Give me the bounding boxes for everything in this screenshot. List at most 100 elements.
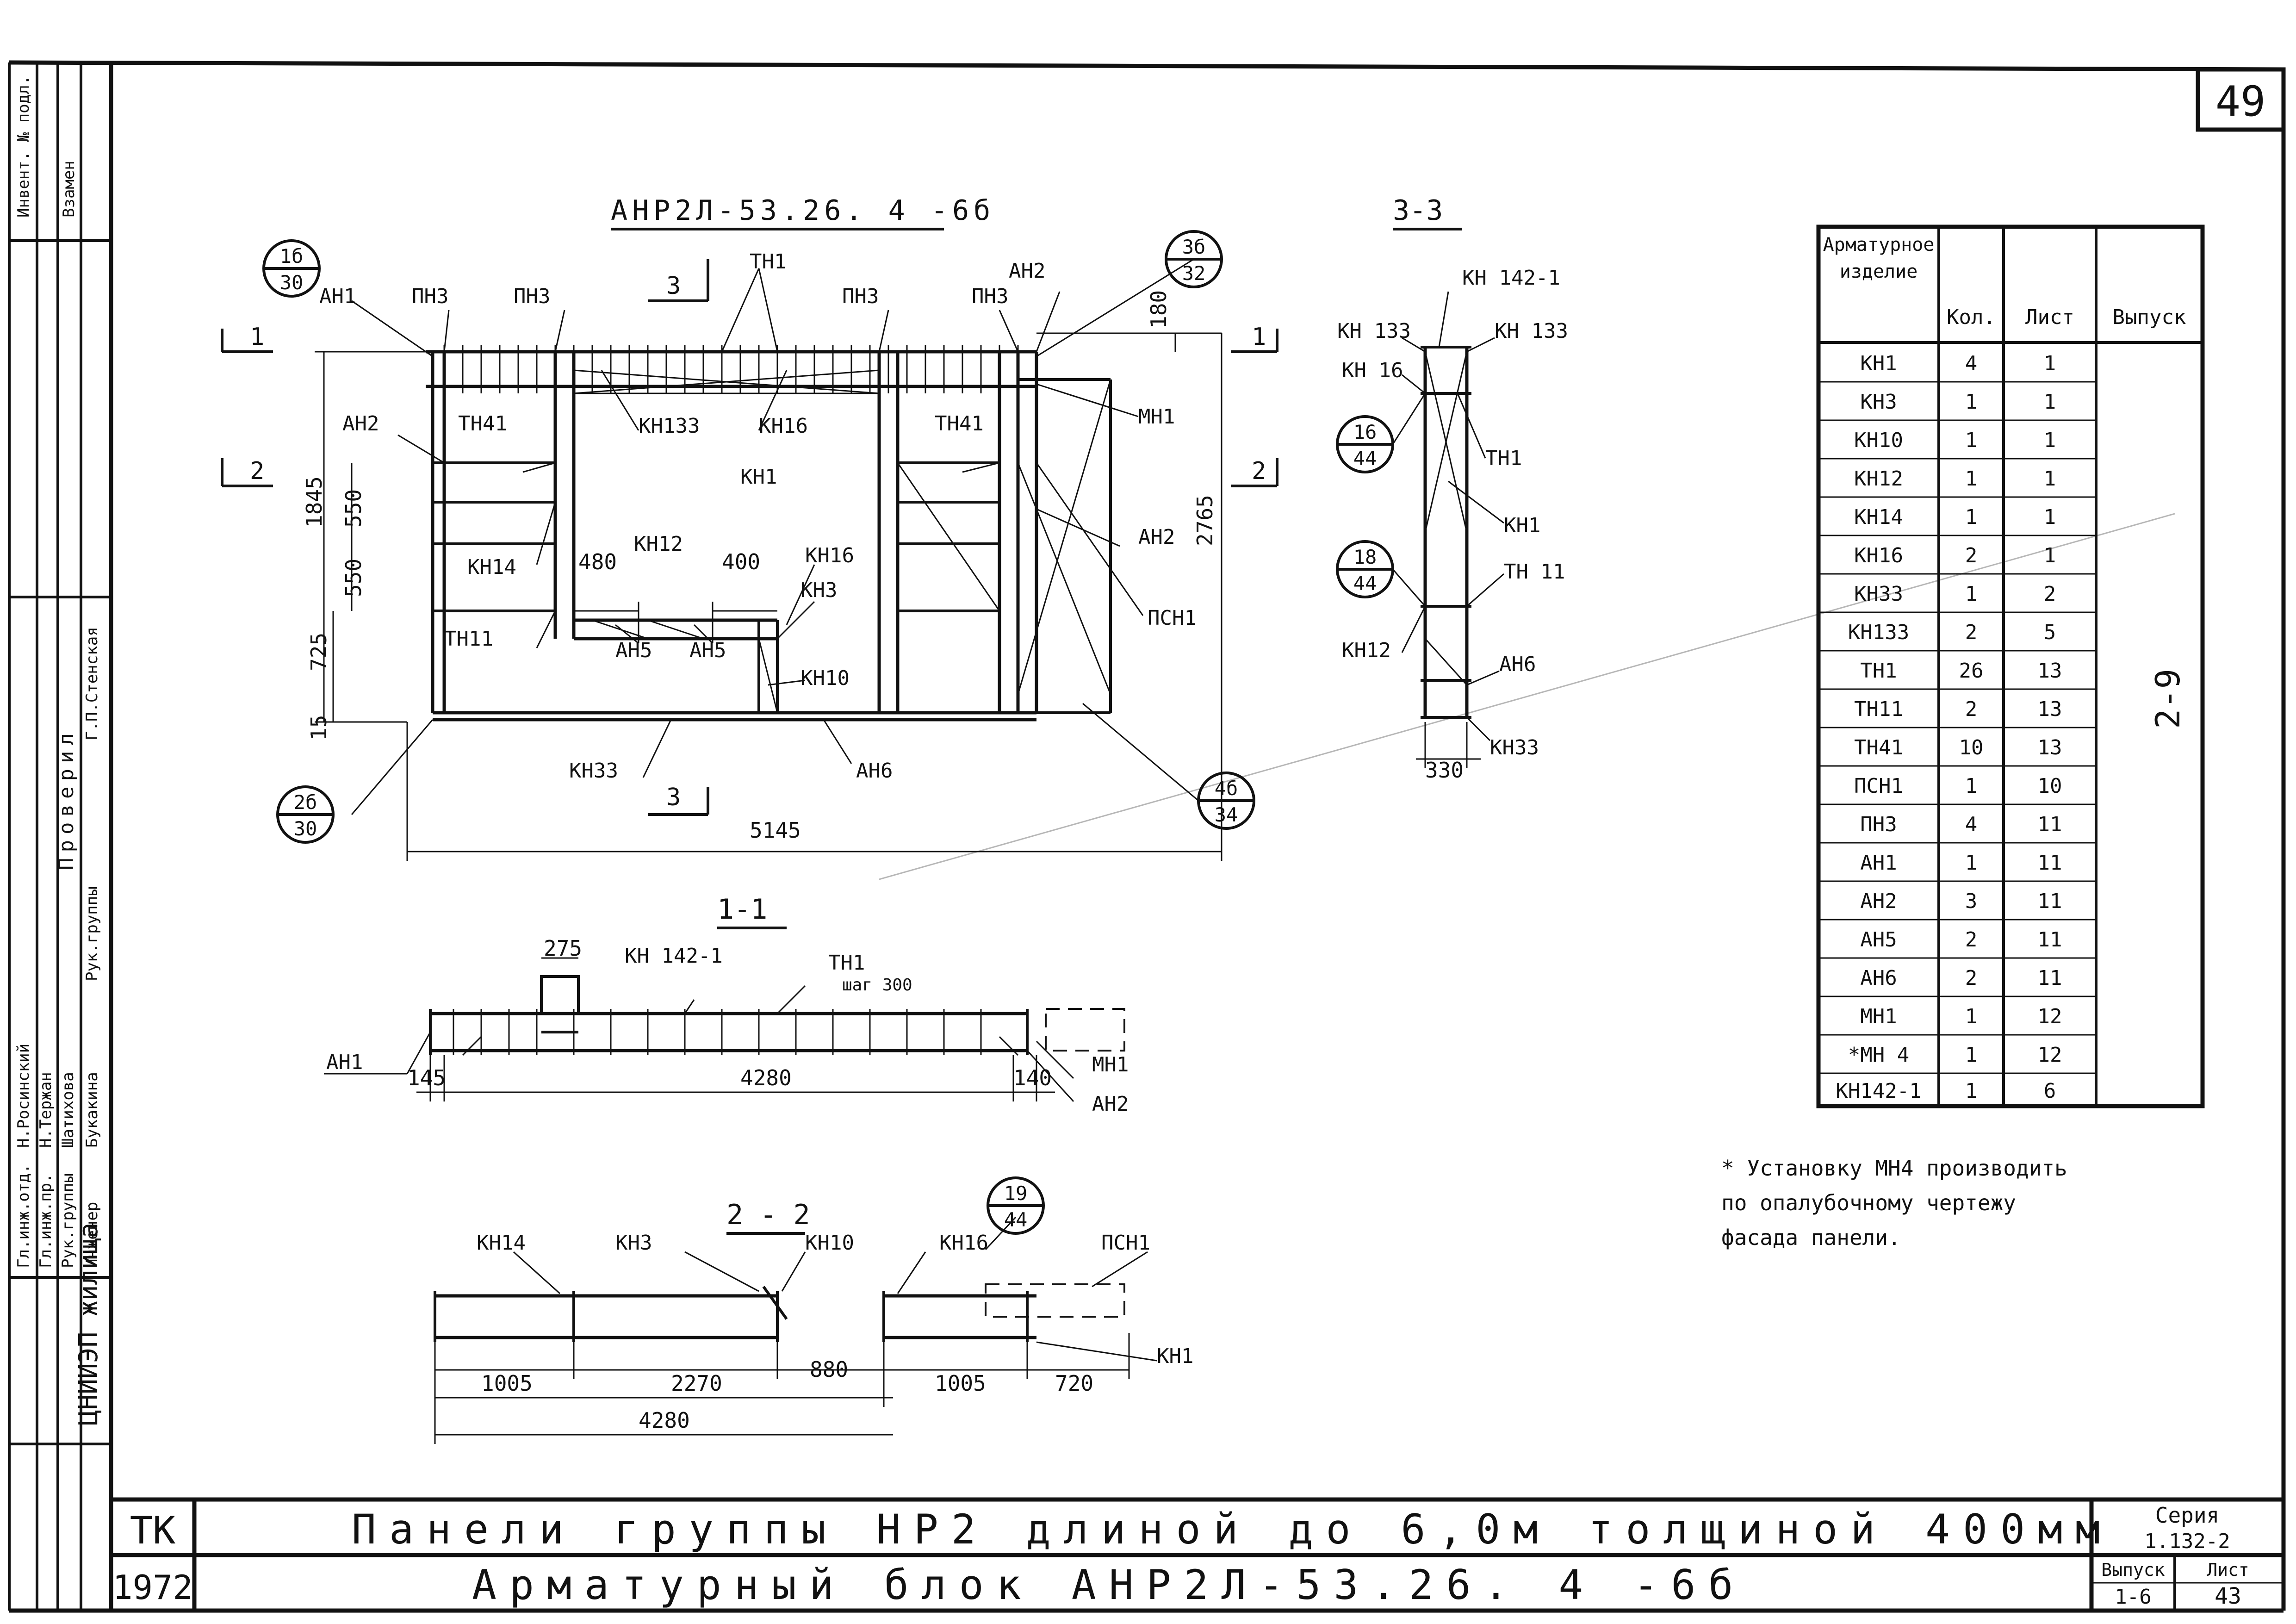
svg-text:КН1: КН1: [1860, 352, 1897, 375]
svg-text:КН10: КН10: [1854, 429, 1903, 452]
svg-text:725: 725: [306, 633, 331, 671]
svg-text:1005: 1005: [481, 1371, 533, 1396]
svg-text:4280: 4280: [639, 1408, 690, 1433]
callout-18: 18 44: [1336, 540, 1394, 598]
tb-series-value: 1.132-2: [2144, 1530, 2230, 1553]
svg-text:13: 13: [2038, 697, 2062, 721]
svg-text:30: 30: [280, 271, 304, 294]
sheet-frame: [8, 60, 2286, 1613]
lbl-th1: ТН1: [750, 250, 786, 274]
svg-text:10: 10: [1959, 736, 1984, 759]
stamp-role-3: Рук.группы: [59, 1173, 77, 1268]
spec-row: КН1 4 1: [1860, 352, 2056, 375]
s22-kn1: КН1: [1157, 1344, 1193, 1368]
svg-text:720: 720: [1055, 1371, 1093, 1396]
s22-kn14: КН14: [477, 1231, 526, 1255]
svg-text:ТН1: ТН1: [1860, 659, 1897, 683]
s33-kn1: КН1: [1504, 514, 1540, 537]
svg-text:КН3: КН3: [1860, 390, 1897, 414]
svg-text:30: 30: [294, 817, 317, 840]
tb-line2: Арматурный блок АНР2Л-53.26. 4 -6б: [472, 1561, 1746, 1609]
svg-text:330: 330: [1425, 758, 1464, 783]
stamp-role-1: Гл.инж.отд.: [14, 1164, 33, 1268]
callout-19: 19 44: [987, 1176, 1045, 1235]
svg-text:44: 44: [1004, 1208, 1028, 1231]
svg-text:18: 18: [1353, 546, 1377, 568]
lbl-ah2-left: АН2: [342, 412, 379, 436]
svg-text:1: 1: [2044, 544, 2056, 567]
s11-th1: ТН1: [828, 951, 865, 975]
svg-text:2б: 2б: [294, 791, 317, 814]
svg-text:*МН 4: *МН 4: [1848, 1043, 1909, 1067]
s33-kn16: КН 16: [1342, 359, 1403, 382]
lbl-ah1: АН1: [319, 285, 356, 308]
svg-text:2765: 2765: [1192, 495, 1217, 546]
lbl-kn133: КН133: [639, 414, 700, 438]
spec-row: ПН3 4 11: [1860, 813, 2062, 836]
svg-text:15: 15: [306, 715, 331, 740]
elevation-dims: 180 1845 550 550 725 15 2765 480 400 514…: [302, 290, 1217, 843]
spec-row: КН142-1 1 6: [1836, 1079, 2056, 1103]
spec-row: АН6 2 11: [1860, 966, 2062, 990]
note-line-2: по опалубочному чертежу: [1721, 1190, 2016, 1215]
s11-mn1: МН1: [1092, 1053, 1129, 1076]
svg-text:3: 3: [1965, 890, 1978, 913]
section-1-1-title: 1-1: [717, 893, 767, 926]
main-title: АНР2Л-53.26. 4 -6б: [611, 194, 995, 227]
s33-kn33: КН33: [1490, 736, 1539, 759]
svg-text:2270: 2270: [671, 1371, 722, 1396]
s33-kn133-left: КН 133: [1337, 319, 1411, 343]
svg-text:КН133: КН133: [1848, 621, 1909, 644]
svg-text:2: 2: [2044, 582, 2056, 606]
svg-text:4: 4: [1965, 813, 1978, 836]
svg-text:1: 1: [1965, 505, 1978, 529]
svg-text:34: 34: [1215, 803, 1238, 826]
svg-text:11: 11: [2038, 851, 2062, 875]
svg-text:12: 12: [2038, 1005, 2062, 1028]
svg-text:140: 140: [1013, 1065, 1052, 1090]
main-title-group: АНР2Л-53.26. 4 -6б: [611, 194, 995, 230]
svg-text:44: 44: [1353, 447, 1377, 470]
lbl-ah2-top: АН2: [1009, 259, 1045, 283]
lbl-th41-right: ТН41: [935, 412, 984, 436]
tb-sheet-label: Лист: [2207, 1560, 2249, 1580]
s33-kn133-right: КН 133: [1495, 319, 1568, 343]
svg-text:12: 12: [2038, 1043, 2062, 1067]
svg-text:32: 32: [1182, 262, 1206, 285]
svg-text:2: 2: [1965, 928, 1978, 952]
sheet-number-box: 49: [2196, 67, 2286, 132]
svg-text:13: 13: [2038, 736, 2062, 759]
lbl-pch1: ПСН1: [1148, 606, 1197, 630]
svg-text:2: 2: [1965, 544, 1978, 567]
spec-row: *МН 4 1 12: [1848, 1043, 2062, 1067]
section-3-3-title: 3-3: [1393, 194, 1443, 227]
svg-text:5: 5: [2044, 621, 2056, 644]
svg-text:180: 180: [1146, 290, 1171, 329]
s33-ah6: АН6: [1499, 653, 1536, 676]
lbl-ah5-a: АН5: [615, 639, 652, 662]
svg-text:550: 550: [341, 559, 366, 597]
spec-row: КН133 2 5: [1848, 621, 2056, 644]
spec-header-item: Арматурное изделие: [1823, 234, 1935, 282]
svg-text:АН2: АН2: [1860, 890, 1897, 913]
cut-3-top: 3: [666, 272, 681, 300]
spec-header-qty: Кол.: [1947, 305, 1996, 329]
svg-text:КН14: КН14: [1854, 505, 1903, 529]
stamp-org: ЦНИИЭП жилища: [74, 1223, 104, 1425]
stamp-check-name: Г.П.Стенская: [83, 627, 101, 740]
s33-th11: ТН 11: [1504, 560, 1565, 584]
svg-text:1: 1: [1965, 467, 1978, 491]
svg-text:2: 2: [1965, 621, 1978, 644]
stamp-replace: Взамен: [60, 161, 78, 218]
lbl-pn3-b: ПН3: [514, 285, 550, 308]
lbl-pn3-d: ПН3: [972, 285, 1008, 308]
svg-text:275: 275: [544, 936, 582, 961]
spec-table: Арматурное изделие Кол. Лист Выпуск 2-9 …: [1816, 224, 2205, 1108]
svg-text:11: 11: [2038, 966, 2062, 990]
svg-text:880: 880: [810, 1357, 848, 1382]
lbl-ah2-right: АН2: [1138, 525, 1175, 549]
svg-text:АН5: АН5: [1860, 928, 1897, 952]
svg-text:1005: 1005: [935, 1371, 986, 1396]
elevation-view: 1 1 2 2 3 3: [221, 258, 1278, 861]
